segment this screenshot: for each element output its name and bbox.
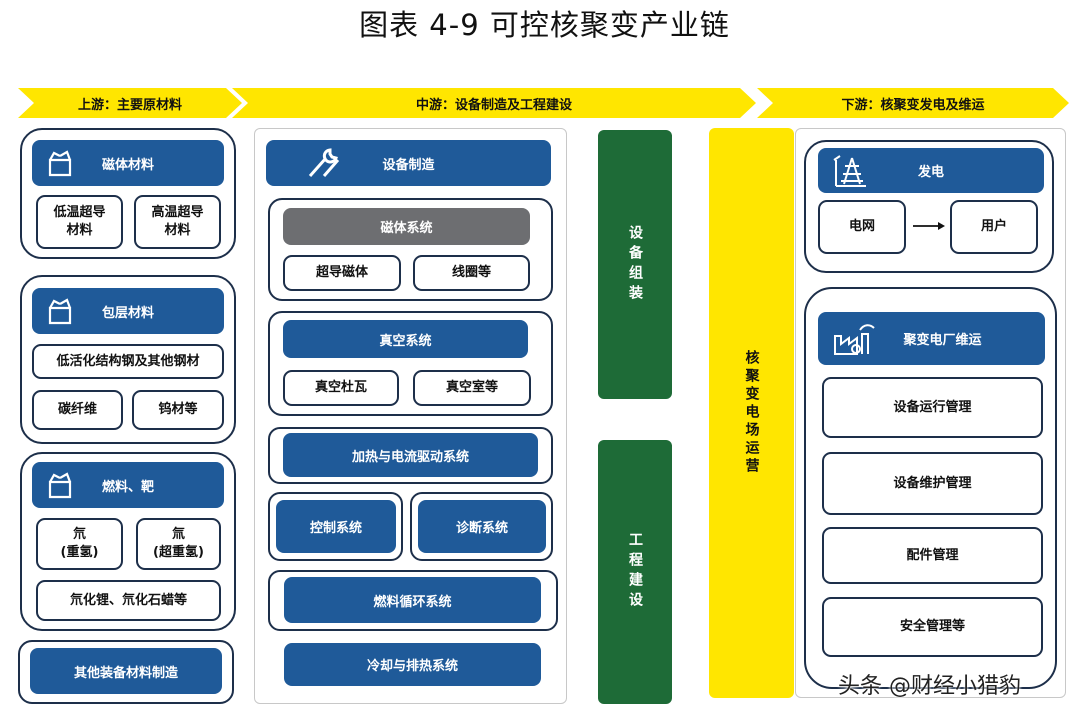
header-magnet-system: 磁体系统	[283, 208, 530, 245]
item-carbon-fiber: 碳纤维	[32, 390, 123, 430]
banner-midstream: 中游：设备制造及工程建设	[232, 88, 756, 118]
arrow-right-icon	[913, 222, 945, 230]
box-icon	[48, 298, 72, 325]
item-low-temp-sc: 低温超导 材料	[36, 195, 123, 249]
item-vacuum-chamber: 真空室等	[413, 370, 531, 406]
item-low-activation-steel: 低活化结构钢及其他钢材	[32, 344, 224, 379]
banner-upstream: 上游：主要原材料	[18, 88, 242, 118]
header-diagnosis-system: 诊断系统	[418, 500, 546, 553]
item-safety-mgmt: 安全管理等	[822, 597, 1043, 657]
item-maintenance-mgmt: 设备维护管理	[822, 452, 1043, 515]
header-label: 发电	[917, 165, 944, 180]
watermark: 头条 @财经小猎豹	[838, 674, 1021, 699]
bar-engineering-construction: 工程建设	[598, 440, 672, 704]
item-tritium: 氚 (超重氢)	[136, 518, 221, 570]
banner-downstream: 下游：核聚变发电及维运	[757, 88, 1069, 118]
item-users: 用户	[950, 200, 1038, 254]
item-vacuum-dewar: 真空杜瓦	[283, 370, 399, 406]
item-deuterium: 氘 (重氢)	[36, 518, 123, 570]
panel-equipment	[254, 128, 567, 704]
header-cladding-materials: 包层材料	[32, 288, 224, 334]
tools-icon	[308, 148, 340, 177]
header-label: 燃料、靶	[101, 479, 154, 495]
box-icon	[48, 150, 72, 177]
header-cooling-system: 冷却与排热系统	[284, 643, 541, 686]
header-other-materials: 其他装备材料制造	[30, 648, 222, 694]
header-fuel-target: 燃料、靶	[32, 462, 224, 508]
page-title: 图表 4-9 可控核聚变产业链	[359, 8, 730, 42]
header-label: 磁体材料	[101, 157, 154, 173]
factory-icon	[834, 323, 875, 355]
header-plant-maintenance: 聚变电厂维运	[818, 312, 1045, 365]
item-tungsten: 钨材等	[132, 390, 224, 430]
header-control-system: 控制系统	[276, 500, 396, 553]
header-fuel-cycle-system: 燃料循环系统	[284, 577, 541, 623]
header-label: 聚变电厂维运	[903, 333, 982, 348]
header-magnet-materials: 磁体材料	[32, 140, 224, 186]
header-heating-current-drive: 加热与电流驱动系统	[283, 433, 538, 477]
header-vacuum-system: 真空系统	[283, 320, 528, 358]
box-icon	[48, 472, 72, 499]
header-label: 包层材料	[101, 305, 154, 321]
item-sc-magnet: 超导磁体	[283, 255, 401, 291]
item-grid: 电网	[818, 200, 906, 254]
item-high-temp-sc: 高温超导 材料	[134, 195, 221, 249]
bar-equipment-assembly: 设备组装	[598, 130, 672, 399]
header-equipment-manufacturing: 设备制造	[266, 140, 551, 186]
header-power-generation: 发电	[818, 148, 1044, 193]
item-operation-mgmt: 设备运行管理	[822, 377, 1043, 438]
header-label: 设备制造	[382, 157, 435, 173]
power-tower-icon	[833, 154, 866, 187]
panel-downstream	[795, 128, 1066, 698]
item-lithium-deuteride: 氘化锂、氘化石蜡等	[36, 580, 221, 621]
item-parts-mgmt: 配件管理	[822, 527, 1043, 584]
item-coils: 线圈等	[413, 255, 530, 291]
bar-fusion-plant-operation: 核聚变电场运营	[709, 128, 794, 698]
